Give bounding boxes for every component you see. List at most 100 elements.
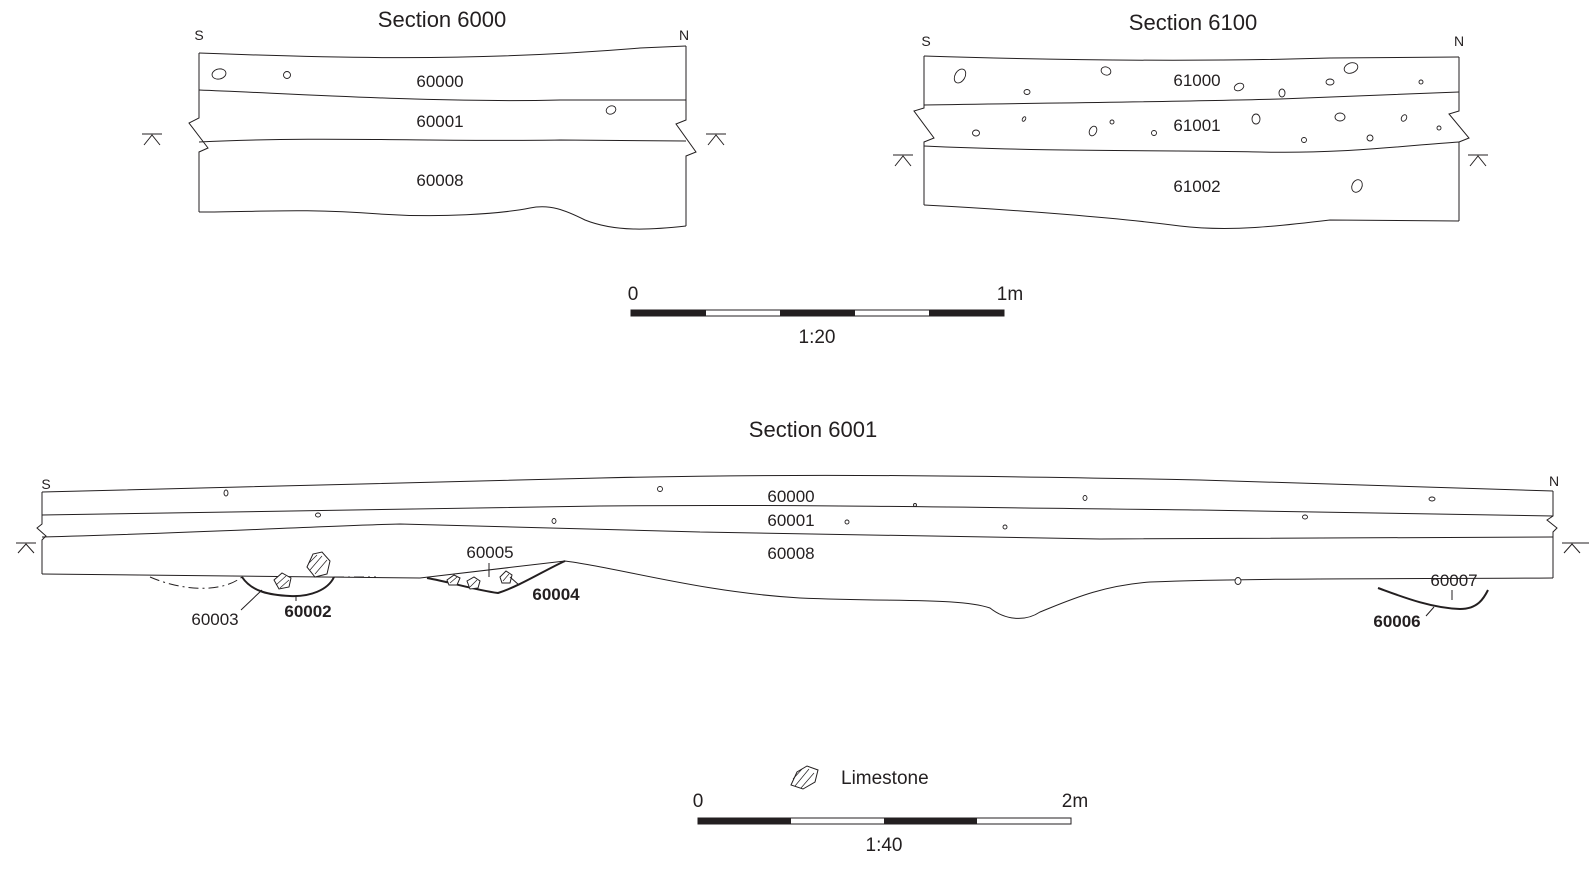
section-6100-stone [1351, 179, 1363, 193]
scale-bar-1-20: 0 1m 1:20 [628, 284, 1023, 348]
scale-bar-1-20-segment [780, 310, 855, 316]
section-6100-stone [1343, 62, 1359, 74]
section-6100-stone [1233, 82, 1245, 92]
section-6000-context-60001: 60001 [416, 112, 463, 131]
section-6100-stone [1251, 113, 1261, 125]
scale-bar-1-40: 0 2m 1:40 [693, 791, 1088, 856]
section-6100-boundary-61001-61002 [923, 141, 1460, 153]
section-6000-title: Section 6000 [378, 7, 506, 32]
section-6100-base [923, 204, 1460, 229]
scale-bar-1-20-segment [929, 310, 1004, 316]
section-6000-north-label: N [679, 27, 689, 43]
label-leader [240, 589, 263, 611]
section-6001-base [41, 560, 1554, 619]
section-6000-south-label: S [194, 27, 203, 43]
section-6001-cut-60002 [241, 576, 335, 598]
section-6001-stone [315, 512, 321, 518]
section-6001-stone [1002, 524, 1008, 530]
section-6000-stone [211, 68, 227, 80]
section-6000-top-surface [198, 45, 687, 59]
limestone-icon [790, 765, 819, 790]
section-6100-top-surface [923, 55, 1460, 61]
scale-bar-1-20-start-label: 0 [628, 284, 639, 305]
section-6000-context-60000: 60000 [416, 72, 463, 91]
section-6100-north-label: N [1454, 33, 1464, 49]
section-6001-cut-60002-dashed-edge [149, 576, 243, 589]
section-6001-stone [1082, 495, 1088, 501]
section-6100-stone [1088, 125, 1098, 137]
section-6001-cut-60002-label: 60002 [284, 602, 331, 621]
section-6100: Section 6100 S N 61000 61001 61002 [893, 10, 1488, 229]
datum-icon [1562, 542, 1589, 554]
section-6100-context-61000: 61000 [1173, 71, 1220, 90]
section-6100-stone [1436, 125, 1442, 131]
section-6100-right-edge [1448, 57, 1470, 221]
scale-bar-1-40-ratio: 1:40 [866, 835, 903, 856]
section-6000-base [198, 206, 687, 230]
limestone-icon [466, 576, 481, 590]
section-6000-right-edge [675, 46, 697, 226]
section-6001: Section 6001 S N [16, 417, 1589, 631]
scale-bar-1-20-ratio: 1:20 [799, 327, 836, 348]
limestone-icon [306, 551, 331, 578]
section-6100-stone [1023, 89, 1031, 95]
section-6100-stone [1301, 137, 1307, 143]
section-6000-stone [605, 105, 617, 115]
datum-icon [893, 154, 913, 167]
section-6001-stone [913, 503, 917, 507]
section-6100-stone [1366, 134, 1374, 142]
section-6001-stone [844, 519, 850, 525]
section-6000-stone [283, 71, 291, 79]
section-6000-context-60008: 60008 [416, 171, 463, 190]
section-6001-cut-60006-label: 60006 [1373, 612, 1420, 631]
datum-icon [706, 133, 726, 146]
section-6001-cut-60004-label: 60004 [532, 585, 580, 604]
section-6000: Section 6000 S N 60000 60001 60008 [142, 7, 726, 230]
section-6001-stone [223, 489, 229, 497]
limestone-icon [273, 572, 292, 590]
section-6100-stone [1334, 112, 1346, 122]
scale-bar-1-40-end-label: 2m [1062, 791, 1088, 812]
section-6100-stone [1151, 130, 1157, 136]
section-6001-stone [1428, 496, 1436, 502]
section-6100-south-label: S [921, 33, 930, 49]
section-6001-stone [1234, 577, 1242, 585]
section-6001-context-60001: 60001 [767, 511, 814, 530]
section-6001-cut-60006 [1377, 587, 1489, 611]
scale-bar-1-40-start-label: 0 [693, 791, 704, 812]
section-6100-stone [1109, 119, 1115, 125]
datum-icon [1468, 154, 1488, 167]
section-6100-stone [1418, 79, 1424, 85]
legend-label: Limestone [841, 768, 929, 789]
section-6000-left-edge [188, 53, 209, 212]
section-6001-stone [657, 486, 663, 492]
legend: Limestone [790, 765, 929, 790]
section-6100-context-61002: 61002 [1173, 177, 1220, 196]
label-leader [1425, 606, 1435, 617]
scale-bar-1-40-segment [698, 818, 791, 824]
section-6100-stone [1325, 78, 1335, 86]
section-6000-boundary-60000-60001 [198, 89, 686, 102]
section-6001-north-label: N [1549, 473, 1559, 489]
scale-bar-1-20-segment [631, 310, 706, 316]
section-6000-boundary-60001-60008 [198, 138, 687, 143]
datum-icon [16, 542, 36, 554]
section-6001-left-edge [36, 492, 47, 574]
scale-bar-1-20-end-label: 1m [997, 284, 1023, 305]
datum-icon [142, 133, 162, 146]
section-6100-stone [953, 68, 967, 84]
section-6100-boundary-61000-61001 [923, 91, 1460, 106]
section-6001-fill-60007: 60007 [1430, 571, 1477, 590]
section-6100-stone [1278, 88, 1286, 98]
section-6001-context-60008: 60008 [767, 544, 814, 563]
section-6001-boundary-60001-60008 [41, 523, 1554, 540]
section-6100-stone [972, 129, 980, 137]
section-6001-right-edge [1546, 491, 1558, 578]
section-6001-stone [551, 518, 557, 524]
label-leader [509, 576, 520, 586]
section-6001-south-label: S [41, 476, 50, 492]
section-6100-title: Section 6100 [1129, 10, 1257, 35]
section-6001-title: Section 6001 [749, 417, 877, 442]
section-6001-stone [1302, 514, 1308, 520]
